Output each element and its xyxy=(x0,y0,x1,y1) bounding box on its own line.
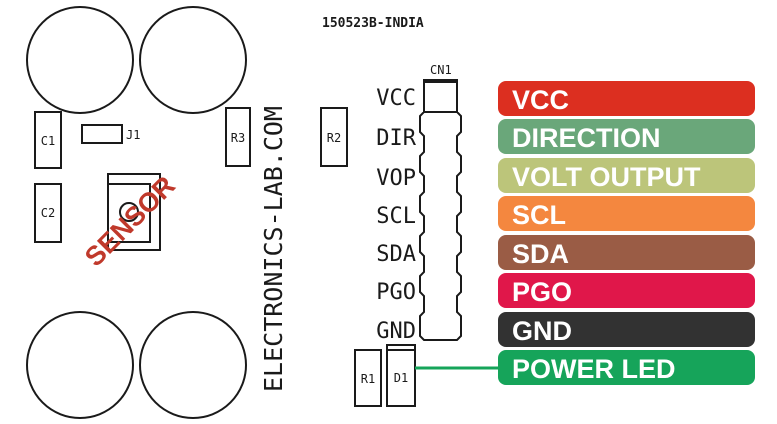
function-tag-direction xyxy=(498,119,755,154)
component-r2-label: R2 xyxy=(327,131,341,145)
function-tag-sda-label: SDA xyxy=(512,239,569,269)
function-tag-direction-label: DIRECTION xyxy=(512,123,661,153)
connector-pin1-square xyxy=(423,81,458,113)
pin-label-pgo: PGO xyxy=(376,280,416,305)
mounting-hole-top-left xyxy=(26,6,134,114)
mounting-hole-bottom-left xyxy=(26,311,134,419)
website-label: ELECTRONICS-LAB.COM xyxy=(259,106,288,392)
pin-label-dir: DIR xyxy=(376,126,416,151)
component-r1-outline xyxy=(354,349,382,407)
function-tag-vcc-label: VCC xyxy=(512,85,569,115)
board-code: 150523B-INDIA xyxy=(322,16,424,31)
function-tag-volt-output-label: VOLT OUTPUT xyxy=(512,162,701,192)
component-c2-outline xyxy=(34,183,62,243)
function-tag-pgo-label: PGO xyxy=(512,277,572,307)
connector-outline xyxy=(419,79,462,341)
pin-label-gnd: GND xyxy=(376,319,416,344)
component-j1-label: J1 xyxy=(126,128,140,142)
function-tag-sda xyxy=(498,235,755,270)
mounting-hole-bottom-right xyxy=(139,311,247,419)
pin-label-scl: SCL xyxy=(376,204,416,229)
function-tag-gnd xyxy=(498,312,755,347)
function-tag-power-led xyxy=(498,350,755,385)
component-r3-outline xyxy=(225,107,251,167)
function-tag-gnd-label: GND xyxy=(512,316,572,346)
component-c2-label: C2 xyxy=(41,206,55,220)
pin-label-sda: SDA xyxy=(376,242,416,267)
function-tag-vcc xyxy=(498,81,755,116)
component-c1-outline xyxy=(34,111,62,169)
pin-label-vcc: VCC xyxy=(376,86,416,111)
function-tag-volt-output xyxy=(498,158,755,193)
function-tag-pgo xyxy=(498,273,755,308)
component-d1-label: D1 xyxy=(394,371,408,385)
function-tag-scl-label: SCL xyxy=(512,200,566,230)
sensor-footprint xyxy=(107,173,161,251)
pin-label-vop: VOP xyxy=(376,166,416,191)
component-r1-label: R1 xyxy=(361,372,375,386)
function-tag-power-led-label: POWER LED xyxy=(512,354,676,384)
component-d1-outline xyxy=(386,344,416,407)
connector-label: CN1 xyxy=(430,63,452,77)
mounting-hole-top-right xyxy=(139,6,247,114)
component-r2-outline xyxy=(320,107,348,167)
component-r3-label: R3 xyxy=(231,131,245,145)
component-j1-outline xyxy=(81,124,123,144)
sensor-label: SENSOR xyxy=(79,170,181,272)
function-tag-scl xyxy=(498,196,755,231)
component-c1-label: C1 xyxy=(41,134,55,148)
